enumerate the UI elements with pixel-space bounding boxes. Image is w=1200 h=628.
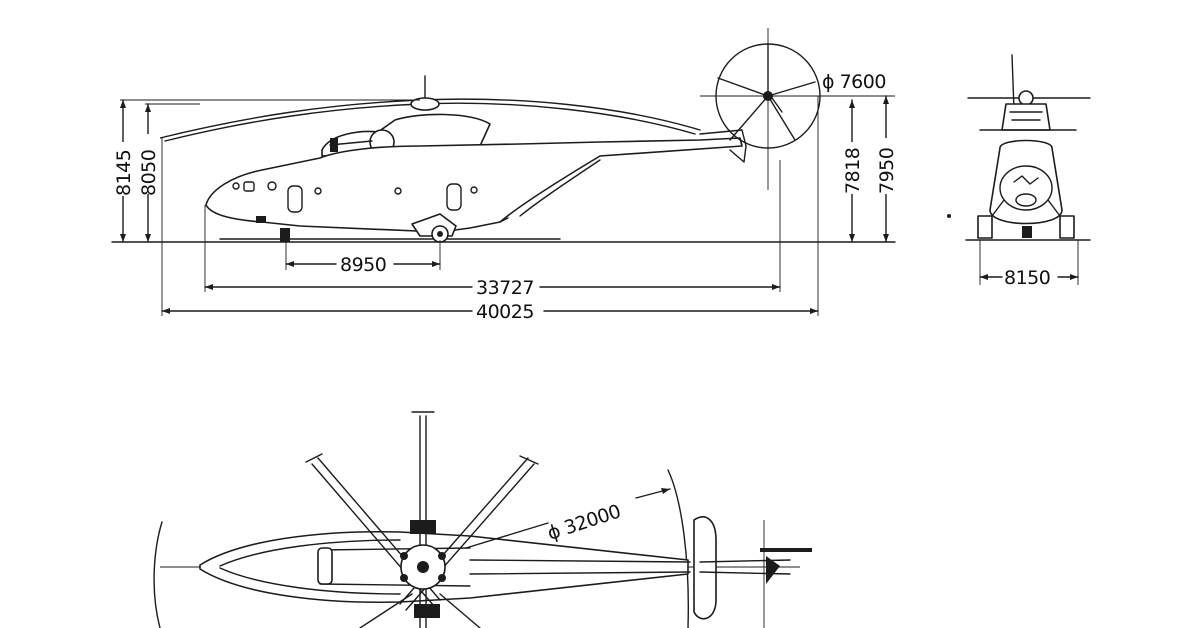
dim-main-rotor-diameter: ϕ 32000: [545, 500, 624, 544]
side-view: 8145 8050 7818 7950 ϕ 7600: [111, 28, 898, 323]
nose-gear: [280, 228, 290, 242]
tail-rotor-side: [700, 28, 895, 190]
dim-overall-length: 40025: [476, 301, 534, 323]
dim-tail-rotor-diameter: ϕ 7600: [822, 71, 886, 93]
front-view: 8150: [947, 54, 1091, 289]
dim-wheelbase: 8950: [340, 254, 386, 276]
length-dims: [161, 96, 819, 316]
front-fuselage: [989, 139, 1063, 225]
stabilizer: [693, 516, 717, 620]
dim-fuselage-length: 33727: [476, 277, 534, 299]
fuselage: [205, 137, 743, 233]
dim-track: 8150: [1004, 267, 1050, 289]
dim-tail-hub-height: 7818: [842, 148, 864, 194]
dim-tail-top-height: 7950: [876, 148, 898, 194]
top-view: [153, 411, 812, 628]
dim-hub-height: 8050: [138, 150, 160, 196]
dim-overall-height: 8145: [113, 150, 135, 196]
